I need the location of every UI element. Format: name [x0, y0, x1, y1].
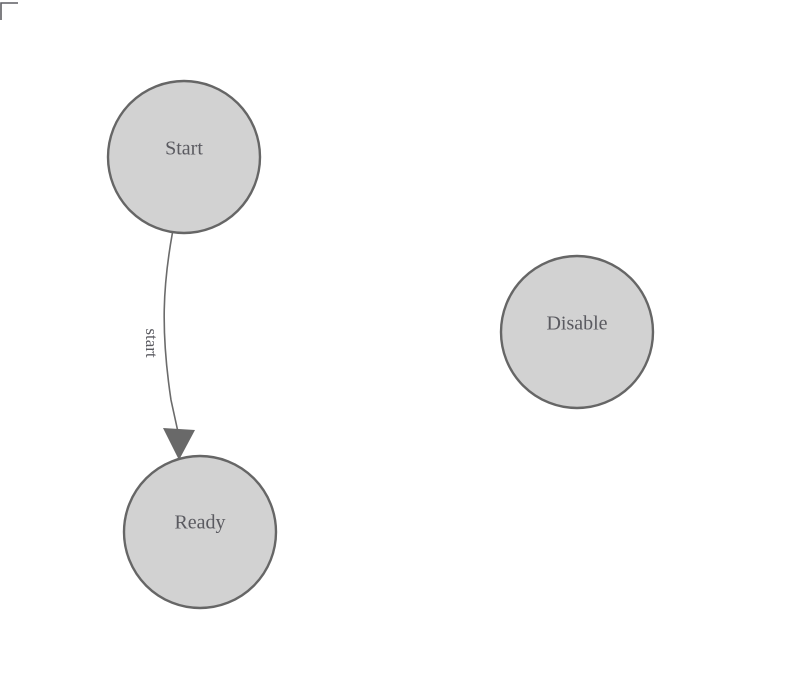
canvas-corner-mark: [0, 2, 18, 20]
node-disable[interactable]: Disable: [499, 254, 655, 410]
node-start-label: Start: [165, 138, 203, 160]
node-disable-circle[interactable]: [499, 254, 655, 410]
node-ready-circle[interactable]: [122, 454, 278, 610]
node-ready-label: Ready: [174, 512, 225, 534]
edge-start-to-ready[interactable]: start: [142, 232, 195, 461]
node-ready[interactable]: Ready: [122, 454, 278, 610]
edge-label-start: start: [142, 328, 161, 358]
node-disable-label: Disable: [546, 313, 607, 335]
node-start[interactable]: Start: [106, 79, 262, 235]
node-start-circle[interactable]: [106, 79, 262, 235]
edge-line: [163, 232, 179, 433]
arrowhead-icon: [163, 428, 195, 460]
